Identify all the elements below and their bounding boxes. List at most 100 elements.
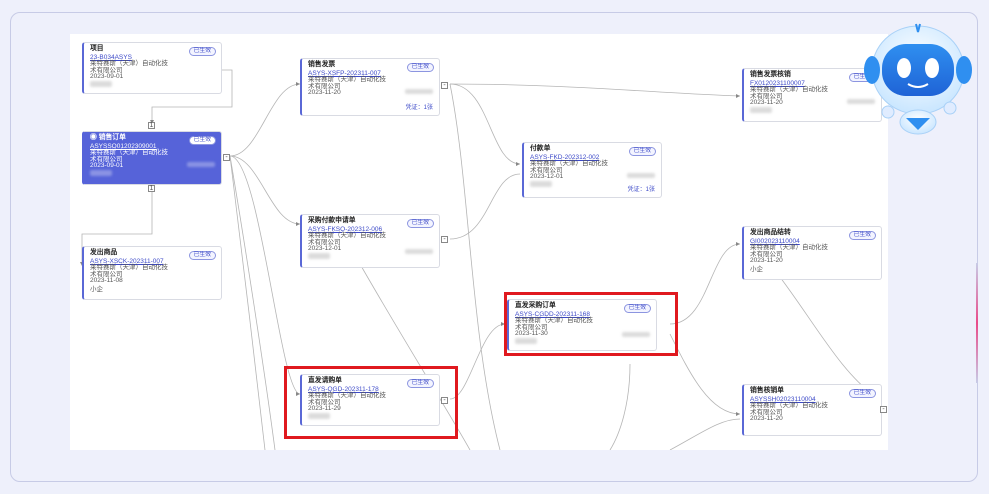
company-line-2: 术有限公司 — [308, 398, 341, 406]
card-title: 付款单 — [530, 145, 551, 152]
redacted-owner — [750, 106, 772, 113]
redacted-amount — [187, 162, 215, 167]
collapse-toggle[interactable]: - — [441, 82, 448, 89]
card-sales-order[interactable]: ◉ 销售订单 已生效 ASYSSO01202309001 莱特赛斯（天津）自动化… — [82, 131, 222, 185]
card-title: 项目 — [90, 45, 104, 52]
flow-connectors — [80, 69, 879, 450]
company-line-2: 术有限公司 — [308, 238, 341, 246]
status-badge: 已生效 — [406, 63, 434, 72]
connector-carryover-sales — [769, 263, 879, 399]
date-label: 2023-09-01 — [90, 162, 124, 170]
connector-bottom-salewriteoff — [669, 418, 741, 450]
company-line-1: 莱特赛斯（天津）自动化技 — [308, 76, 386, 84]
company-line-1: 莱特赛斯（天津）自动化技 — [308, 392, 386, 400]
company-line-1: 莱特赛斯（天津）自动化技 — [90, 264, 168, 272]
date-label: 2023-11-20 — [750, 99, 783, 107]
redacted-owner — [308, 412, 330, 419]
company-line-2: 术有限公司 — [750, 92, 783, 100]
card-payment-request[interactable]: 采购付款申请单 已生效 ASYS-FKSQ-202312-006 莱特赛斯（天津… — [300, 214, 440, 268]
company-line-1: 莱特赛斯（天津）自动化技 — [90, 149, 168, 157]
expand-toggle[interactable]: 1 — [148, 185, 155, 192]
card-title: 发出商品结转 — [750, 229, 791, 236]
document-link[interactable]: ASYS-CGDD-202311-168 — [515, 310, 591, 318]
connector-invoice-down — [449, 83, 501, 450]
card-sales-writeoff[interactable]: 销售核销单 已生效 ASYSSH02023110004 莱特赛斯（天津）自动化技… — [742, 384, 882, 436]
company-line-2: 术有限公司 — [90, 155, 123, 163]
company-line-1: 莱特赛斯（天津）自动化技 — [750, 244, 828, 252]
card-title: 销售核销单 — [750, 387, 784, 394]
connector-po-carryover — [669, 243, 741, 325]
connector-order-payreq — [229, 155, 301, 225]
document-link[interactable]: FX0120231100007 — [750, 79, 805, 87]
company-line-2: 术有限公司 — [530, 166, 563, 174]
redacted-amount — [622, 332, 650, 337]
redacted-amount — [847, 99, 875, 104]
expand-toggle[interactable]: 1 — [148, 122, 155, 129]
redacted-amount — [405, 89, 433, 94]
connector-order-down1 — [229, 155, 266, 450]
date-label: 2023-11-20 — [750, 415, 783, 423]
redacted-amount — [405, 249, 433, 254]
highlight-box-direct-po — [504, 292, 678, 356]
card-title: 发出商品 — [90, 249, 118, 256]
status-badge: 已生效 — [406, 379, 434, 388]
document-link[interactable]: ASYS-XSFP-202311-007 — [308, 69, 381, 77]
company-line-1: 莱特赛斯（天津）自动化技 — [515, 317, 593, 325]
document-link[interactable]: ASYSSO01202309001 — [90, 142, 157, 150]
voucher-link[interactable]: 凭证：1张 — [405, 105, 433, 112]
document-link[interactable]: GI002023110004 — [750, 237, 800, 245]
document-link[interactable]: ASYS-QGD-202311-178 — [308, 385, 379, 393]
redacted-owner — [515, 337, 537, 344]
circle-check-icon: ◉ — [90, 134, 99, 141]
card-title: 销售发票核销 — [750, 71, 791, 78]
connector-invoice-payment — [449, 83, 521, 165]
date-label: 2023-12-01 — [530, 173, 564, 181]
document-flow-canvas[interactable]: 项目 已生效 23-B034ASYS 莱特赛斯（天津）自动化技 术有限公司 20… — [70, 34, 888, 450]
card-shipment[interactable]: 发出商品 已生效 ASYS-XSCK-202311-007 莱特赛斯（天津）自动… — [82, 246, 222, 300]
company-line-2: 术有限公司 — [90, 66, 123, 74]
connector-invoice-writeoff — [449, 83, 741, 97]
card-title: 销售发票 — [308, 61, 336, 68]
card-payment[interactable]: 付款单 已生效 ASYS-FKD-202312-002 莱特赛斯（天津）自动化技… — [522, 142, 662, 198]
document-link[interactable]: ASYS-FKSQ-202312-006 — [308, 225, 383, 233]
connector-order-invoice — [229, 83, 301, 157]
date-label: 2023-11-29 — [308, 405, 341, 413]
card-title: 直发采购订单 — [515, 302, 556, 309]
highlight-box-requisition — [284, 366, 458, 439]
document-link[interactable]: ASYSSH02023110004 — [750, 395, 816, 403]
collapse-toggle[interactable]: - — [880, 406, 887, 413]
collapse-toggle[interactable]: - — [441, 236, 448, 243]
date-label: 2023-12-01 — [308, 245, 342, 253]
card-direct-po[interactable]: 直发采购订单 已生效 ASYS-CGDD-202311-168 莱特赛斯（天津）… — [507, 299, 657, 351]
collapse-toggle[interactable]: - — [223, 154, 230, 161]
date-label: 2023-11-30 — [515, 330, 548, 338]
document-link[interactable]: ASYS-FKD-202312-002 — [530, 153, 600, 161]
status-badge: 已生效 — [188, 136, 216, 145]
card-shipment-carryover[interactable]: 发出商品结转 已生效 GI002023110004 莱特赛斯（天津）自动化技 术… — [742, 226, 882, 280]
status-badge: 已生效 — [406, 219, 434, 228]
company-line-1: 莱特赛斯（天津）自动化技 — [308, 232, 386, 240]
redacted-owner — [308, 252, 330, 259]
company-line-1: 莱特赛斯（天津）自动化技 — [750, 86, 828, 94]
org-label: 小企 — [90, 285, 103, 293]
collapse-toggle[interactable]: - — [441, 397, 448, 404]
document-link[interactable]: 23-B034ASYS — [90, 53, 132, 61]
redacted-owner — [90, 80, 112, 87]
card-direct-requisition[interactable]: 直发请购单 已生效 ASYS-QGD-202311-178 莱特赛斯（天津）自动… — [300, 374, 440, 426]
voucher-link[interactable]: 凭证：1张 — [627, 187, 655, 194]
card-project[interactable]: 项目 已生效 23-B034ASYS 莱特赛斯（天津）自动化技 术有限公司 20… — [82, 42, 222, 94]
connector-requisition-po — [449, 323, 506, 400]
card-sales-invoice[interactable]: 销售发票 已生效 ASYS-XSFP-202311-007 莱特赛斯（天津）自动… — [300, 58, 440, 116]
document-link[interactable]: ASYS-XSCK-202311-007 — [90, 257, 164, 265]
company-line-1: 莱特赛斯（天津）自动化技 — [530, 160, 608, 168]
status-badge: 已生效 — [848, 389, 876, 398]
connector-project-order — [151, 69, 233, 124]
org-label: 小企 — [750, 265, 763, 273]
card-title: 直发请购单 — [308, 377, 342, 384]
connector-order-requisition — [229, 155, 301, 395]
connector-order-down2 — [229, 155, 276, 450]
date-label: 2023-09-01 — [90, 73, 124, 81]
connector-po-down — [609, 363, 631, 450]
company-line-2: 术有限公司 — [308, 82, 341, 90]
card-invoice-writeoff[interactable]: 销售发票核销 已生效 FX0120231100007 莱特赛斯（天津）自动化技 … — [742, 68, 882, 122]
